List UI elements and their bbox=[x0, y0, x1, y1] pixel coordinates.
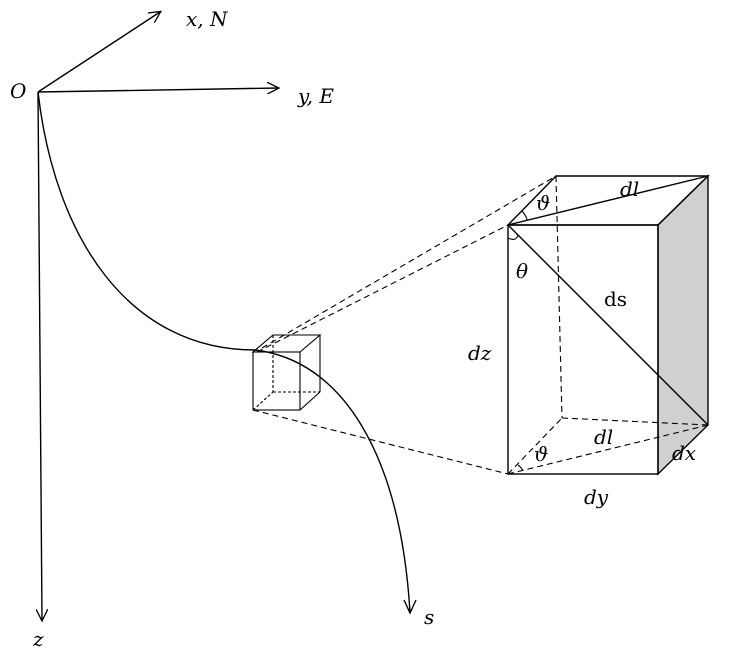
origin-label: O bbox=[10, 79, 26, 103]
coordinate-axes bbox=[38, 12, 278, 620]
path-end-label: s bbox=[424, 605, 434, 629]
z-axis-arrow bbox=[38, 91, 42, 620]
projection-lines bbox=[252, 175, 557, 475]
x-axis-label: x, N bbox=[186, 7, 229, 31]
trajectory bbox=[37, 91, 417, 615]
phi-top-label: ϑ bbox=[536, 191, 550, 215]
dl-top-line bbox=[507, 175, 709, 226]
theta-arc bbox=[507, 234, 519, 241]
y-axis-arrow bbox=[37, 88, 278, 92]
phi-bottom-label: ϑ bbox=[534, 442, 548, 466]
dl-bottom-label: dl bbox=[594, 425, 613, 449]
phi-bottom-arc bbox=[517, 464, 524, 472]
x-axis-arrow bbox=[37, 12, 160, 93]
trajectory-arrowhead bbox=[403, 599, 417, 615]
y-axis-label: y, E bbox=[297, 84, 334, 108]
trajectory-curve-upper bbox=[37, 91, 256, 351]
z-axis-label: z bbox=[32, 627, 44, 651]
phi-top-arc bbox=[521, 210, 528, 221]
shaded-side-face bbox=[657, 174, 709, 476]
theta-label: θ bbox=[516, 259, 528, 283]
dl-top-label: dl bbox=[620, 177, 639, 201]
ds-line bbox=[507, 224, 709, 426]
ds-label: ds bbox=[604, 287, 627, 311]
front-face bbox=[507, 224, 659, 475]
labels: O x, N y, E z s dl ϑ θ ds dz dl ϑ dx dy bbox=[10, 7, 696, 651]
dz-label: dz bbox=[468, 341, 492, 365]
trajectory-curve-lower bbox=[254, 349, 411, 613]
dy-label: dy bbox=[584, 485, 609, 509]
dx-label: dx bbox=[672, 441, 696, 465]
small-element-cube bbox=[251, 334, 322, 411]
big-element-box bbox=[506, 174, 710, 476]
